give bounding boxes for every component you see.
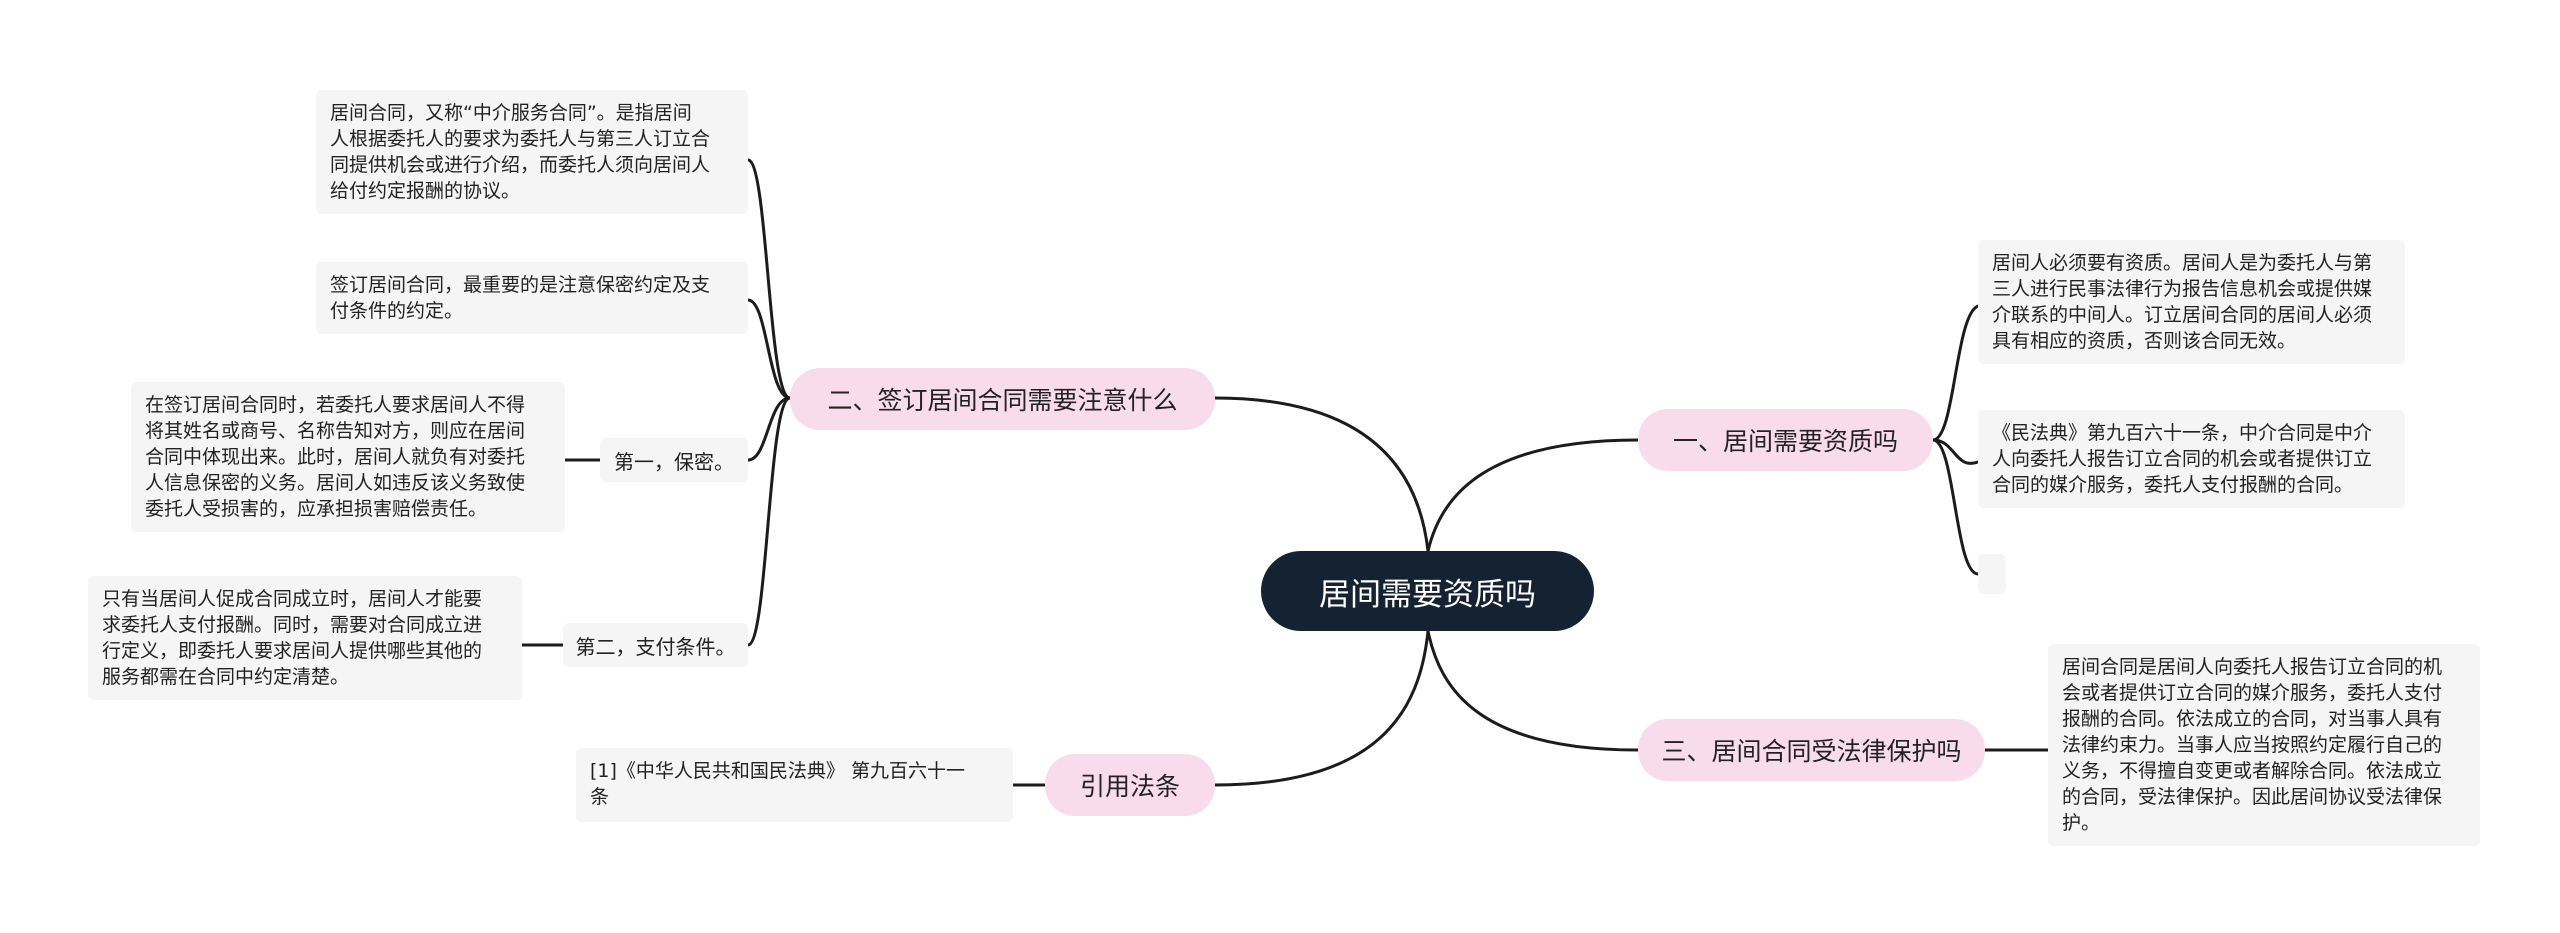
sub-confidentiality[interactable]: 第一，保密。 [600,438,748,482]
link-b1-empty [1931,438,1980,576]
leaf-payment-detail[interactable]: 只有当居间人促成合同成立时，居间人才能要 求委托人支付报酬。同时，需要对合同成立… [88,576,522,700]
sub-payment-conditions[interactable]: 第二，支付条件。 [563,623,748,667]
link-b2-sub1 [746,396,792,462]
link-b2-leaf2 [746,298,792,400]
link-b1-leaf2 [1931,438,1980,465]
leaf-legal-protection-detail[interactable]: 居间合同是居间人向委托人报告订立合同的机 会或者提供订立合同的媒介服务，委托人支… [2048,644,2480,846]
branch-signing-notes[interactable]: 二、签订居间合同需要注意什么 [790,368,1215,430]
leaf-civil-code-961[interactable]: 《民法典》第九百六十一条，中介合同是中介 人向委托人报告订立合同的机会或者提供订… [1978,410,2405,508]
leaf-empty[interactable] [1978,554,2006,594]
link-b2-leaf1 [746,158,792,400]
branch-qualification[interactable]: 一、居间需要资质吗 [1638,409,1933,471]
leaf-cited-law[interactable]: [1]《中华人民共和国民法典》 第九百六十一 条 [576,748,1013,822]
leaf-confidentiality-detail[interactable]: 在签订居间合同时，若委托人要求居间人不得 将其姓名或商号、名称告知对方，则应在居… [131,382,565,532]
link-root-b3 [1426,629,1640,752]
link-root-b2 [1213,396,1430,553]
link-root-b1 [1426,438,1640,553]
link-b2-sub2 [746,396,792,647]
branch-cited-law[interactable]: 引用法条 [1045,754,1215,816]
central-topic[interactable]: 居间需要资质吗 [1261,551,1594,631]
branch-legal-protection[interactable]: 三、居间合同受法律保护吗 [1638,719,1985,781]
link-b1-leaf1 [1931,304,1980,442]
leaf-contract-definition[interactable]: 居间合同，又称“中介服务合同”。是指居间 人根据委托人的要求为委托人与第三人订立… [316,90,748,214]
leaf-key-points[interactable]: 签订居间合同，最重要的是注意保密约定及支 付条件的约定。 [316,262,748,334]
leaf-qualification-required[interactable]: 居间人必须要有资质。居间人是为委托人与第 三人进行民事法律行为报告信息机会或提供… [1978,240,2405,364]
link-root-b4 [1213,629,1430,787]
